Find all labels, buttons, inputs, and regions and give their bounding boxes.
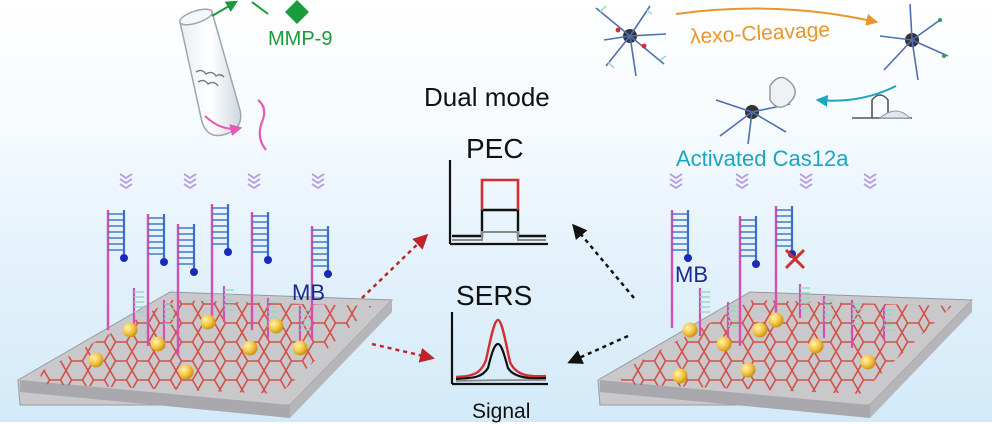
- gold-nanoparticle: [242, 340, 258, 356]
- chevron-down-icon: [799, 178, 813, 185]
- chevron-down-icon: [311, 173, 325, 180]
- mb-bead: [684, 254, 692, 262]
- right-electrode: [597, 291, 974, 418]
- mmp9-label: MMP-9: [268, 28, 333, 50]
- mb-bead: [190, 268, 198, 276]
- mb-bead: [264, 256, 272, 264]
- chevron-down-icon: [863, 183, 877, 190]
- chevron-down-icon: [669, 183, 683, 190]
- chevron-down-icon: [735, 173, 749, 180]
- mmp9-diamond-icon: [285, 0, 309, 24]
- gold-nanoparticle: [740, 362, 756, 378]
- right-probe-layer: [670, 206, 894, 384]
- dual-mode-title: Dual mode: [424, 82, 550, 112]
- chevron-down-icon: [183, 183, 197, 190]
- gold-nanoparticle: [178, 364, 194, 380]
- pec-chart: [448, 160, 548, 246]
- mb-bead: [224, 248, 232, 256]
- mb-label-right: MB: [675, 262, 708, 287]
- pec-trace-gray: [452, 231, 546, 241]
- chevron-down-icon: [119, 178, 133, 185]
- hairpin-reporter-icon: [852, 94, 912, 119]
- chevron-down-icon: [247, 173, 261, 180]
- chevron-down-icon: [863, 173, 877, 180]
- signal-label: Signal: [472, 400, 531, 423]
- pec-trace-red: [480, 178, 520, 210]
- mb-bead: [120, 254, 128, 262]
- sers-trace-red: [455, 318, 547, 379]
- arrow-green-1: [211, 0, 239, 17]
- chevron-down-icon: [119, 173, 133, 180]
- chevron-down-icon: [799, 173, 813, 180]
- cas-arrow: [815, 85, 897, 107]
- arrow-left-to-sers: [371, 342, 435, 363]
- chevron-layer: [119, 173, 877, 190]
- left-probe-layer: [88, 204, 332, 380]
- dna-walker-cas: [715, 76, 796, 145]
- gold-nanoparticle: [672, 368, 688, 384]
- mb-bead: [752, 260, 760, 268]
- arrow-left-to-pec: [361, 233, 429, 299]
- gold-nanoparticle: [808, 338, 824, 354]
- chevron-down-icon: [311, 178, 325, 185]
- gold-nanoparticle: [200, 314, 216, 330]
- chevron-down-icon: [735, 183, 749, 190]
- cleavage-arrow: [675, 7, 879, 26]
- mb-label-left: MB: [292, 280, 325, 305]
- gold-nanoparticle: [752, 322, 768, 338]
- sers-trace-black: [455, 342, 547, 381]
- arrow-pink: [204, 115, 243, 136]
- chevron-down-icon: [119, 183, 133, 190]
- gold-nanoparticle: [860, 354, 876, 370]
- gold-nanoparticle: [292, 340, 308, 356]
- test-tube: [178, 8, 242, 137]
- arrow-right-to-sers: [567, 334, 629, 364]
- chevron-down-icon: [183, 173, 197, 180]
- mb-bead: [160, 258, 168, 266]
- chevron-down-icon: [183, 178, 197, 185]
- dna-walker-left: [595, 5, 667, 77]
- arrow-green-2: [251, 1, 269, 15]
- cas12a-label: Activated Cas12a: [676, 146, 849, 171]
- chevron-down-icon: [735, 178, 749, 185]
- gold-nanoparticle: [682, 322, 698, 338]
- sers-trace-gray: [455, 379, 547, 382]
- left-electrode: [17, 291, 394, 418]
- gold-nanoparticle: [716, 336, 732, 352]
- gold-nanoparticle: [122, 322, 138, 338]
- chevron-down-icon: [247, 183, 261, 190]
- chevron-down-icon: [799, 183, 813, 190]
- chevron-down-icon: [863, 178, 877, 185]
- pec-trace-black: [452, 208, 546, 238]
- blocked-x-icon: [784, 248, 806, 270]
- sers-label: SERS: [456, 280, 533, 311]
- arrow-right-to-pec: [572, 223, 635, 299]
- gold-nanoparticle: [268, 318, 284, 334]
- gold-nanoparticle: [88, 352, 104, 368]
- chevron-down-icon: [669, 173, 683, 180]
- gold-nanoparticle: [150, 336, 166, 352]
- chevron-down-icon: [247, 178, 261, 185]
- chevron-down-icon: [669, 178, 683, 185]
- chevron-down-icon: [311, 183, 325, 190]
- sers-chart: [450, 312, 548, 386]
- dna-walker-right: [879, 3, 949, 81]
- released-dna-strand: [257, 99, 267, 151]
- gold-nanoparticle: [768, 312, 784, 328]
- pec-label: PEC: [466, 133, 524, 164]
- mb-bead: [324, 270, 332, 278]
